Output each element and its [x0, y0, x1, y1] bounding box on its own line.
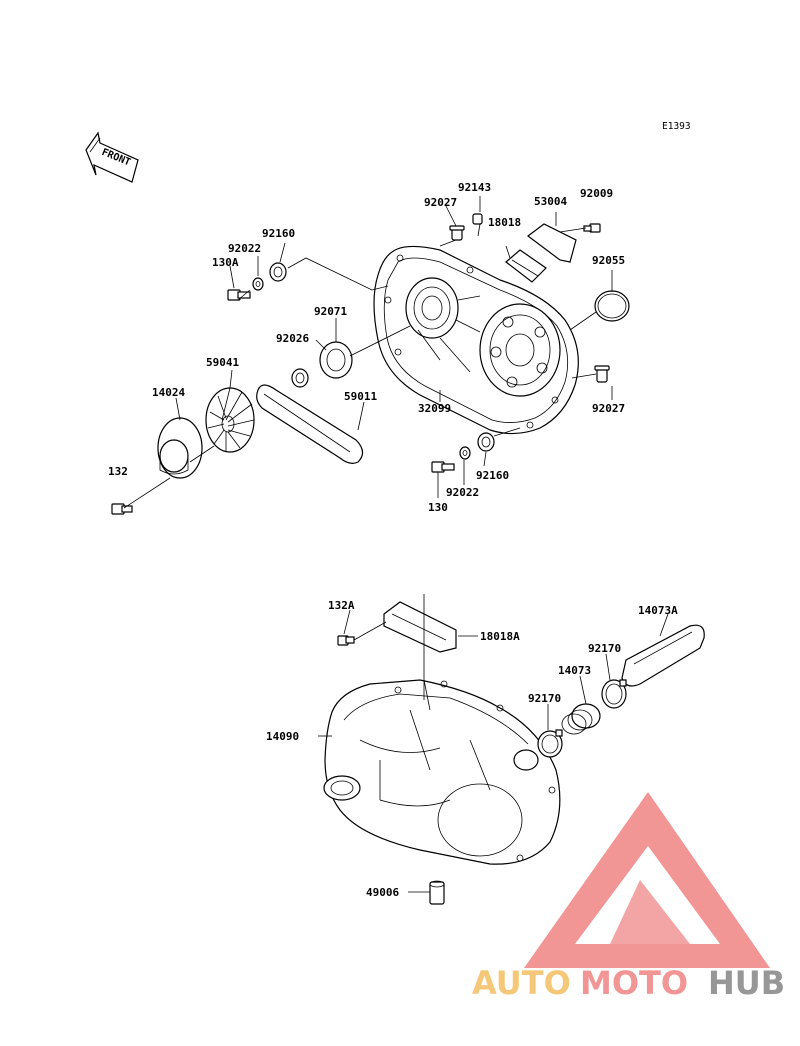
label-92022-lower: 92022	[446, 486, 479, 499]
label-92055: 92055	[592, 254, 625, 267]
part-14073	[561, 703, 601, 735]
part-92027-upper	[439, 225, 465, 247]
part-49006	[429, 880, 445, 905]
part-92071	[319, 341, 353, 379]
leader-lines-lower	[318, 594, 669, 893]
label-92026: 92026	[276, 332, 309, 345]
label-59041: 59041	[206, 356, 239, 369]
part-92009	[583, 223, 601, 233]
label-130: 130	[428, 501, 448, 514]
part-59011	[256, 384, 364, 464]
watermark-word-auto: AUTO	[472, 964, 571, 1002]
label-132A: 132A	[328, 599, 355, 612]
label-92143: 92143	[458, 181, 491, 194]
label-49006: 49006	[366, 886, 399, 899]
label-92009: 92009	[580, 187, 613, 200]
part-92160-lower	[477, 432, 495, 452]
label-92170-lower: 92170	[528, 692, 561, 705]
part-92022-lower	[459, 446, 471, 460]
part-92160-upper	[269, 262, 287, 282]
label-14090: 14090	[266, 730, 299, 743]
label-18018: 18018	[488, 216, 521, 229]
part-18018	[505, 249, 547, 283]
label-59011: 59011	[344, 390, 377, 403]
label-92022-upper: 92022	[228, 242, 261, 255]
part-92170-lower	[537, 729, 563, 758]
watermark-logo: AUTO MOTO HUB	[472, 792, 785, 1002]
label-18018A: 18018A	[480, 630, 520, 643]
part-14073A	[621, 624, 705, 687]
label-92170-upper: 92170	[588, 642, 621, 655]
clutch-cover-32099	[373, 245, 579, 435]
part-53004	[527, 223, 577, 263]
part-92022-upper	[252, 277, 264, 291]
part-14024	[157, 417, 203, 479]
part-92170-upper	[601, 679, 627, 709]
part-130	[431, 461, 455, 473]
label-92160-upper: 92160	[262, 227, 295, 240]
label-92027-upper: 92027	[424, 196, 457, 209]
label-92160-lower: 92160	[476, 469, 509, 482]
part-labels: 92143 92027 53004 92009 18018 92160 9202…	[108, 181, 678, 899]
label-14024: 14024	[152, 386, 185, 399]
front-arrow-icon: FRONT	[85, 131, 139, 183]
watermark-word-moto: MOTO	[580, 964, 688, 1002]
part-92143	[472, 213, 483, 225]
part-92027-lower	[594, 365, 610, 383]
part-18018A	[383, 601, 457, 653]
part-92055	[594, 290, 630, 322]
part-92026	[291, 368, 309, 388]
label-32099: 32099	[418, 402, 451, 415]
diagram-code: E1393	[662, 121, 691, 132]
label-130A: 130A	[212, 256, 239, 269]
part-132A	[337, 635, 355, 646]
label-53004: 53004	[534, 195, 567, 208]
watermark-triangle-icon	[524, 792, 770, 968]
part-59041	[205, 387, 255, 453]
leader-lines-upper	[123, 196, 613, 509]
label-14073: 14073	[558, 664, 591, 677]
label-14073A: 14073A	[638, 604, 678, 617]
part-132	[111, 503, 133, 515]
label-92071: 92071	[314, 305, 347, 318]
part-130A	[227, 289, 251, 301]
watermark-word-hub: HUB	[708, 964, 785, 1002]
housing-14090	[323, 679, 561, 865]
label-132: 132	[108, 465, 128, 478]
label-92027-lower: 92027	[592, 402, 625, 415]
